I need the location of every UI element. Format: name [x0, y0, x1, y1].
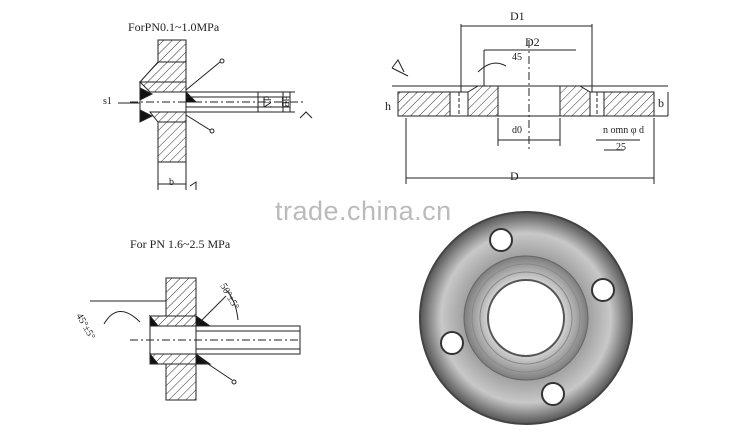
label-D2: D2: [525, 35, 540, 49]
label-b-top-right: b: [658, 96, 664, 110]
section-drawing-top-left: [118, 39, 313, 190]
label-d0: d0: [512, 125, 522, 136]
label-angle-45: 45: [512, 52, 522, 63]
label-D: D: [510, 169, 519, 183]
label-s1: s1: [103, 96, 112, 107]
section-drawing-bottom-left: [90, 277, 301, 401]
label-b-top-left: b: [169, 177, 174, 188]
label-dN: dN: [261, 95, 273, 109]
label-dB: dB: [278, 96, 290, 108]
title-top-left: ForPN0.1~1.0MPa: [128, 20, 220, 34]
section-drawing-top-right: [391, 24, 669, 184]
label-h: h: [385, 99, 391, 113]
title-bottom-left: For PN 1.6~2.5 MPa: [130, 237, 231, 251]
watermark: trade.china.cn: [275, 196, 452, 226]
label-n-holes: n omn φ d: [603, 125, 645, 136]
flange-photo: [419, 211, 633, 425]
label-D1: D1: [510, 9, 525, 23]
label-25: 25: [616, 142, 626, 153]
